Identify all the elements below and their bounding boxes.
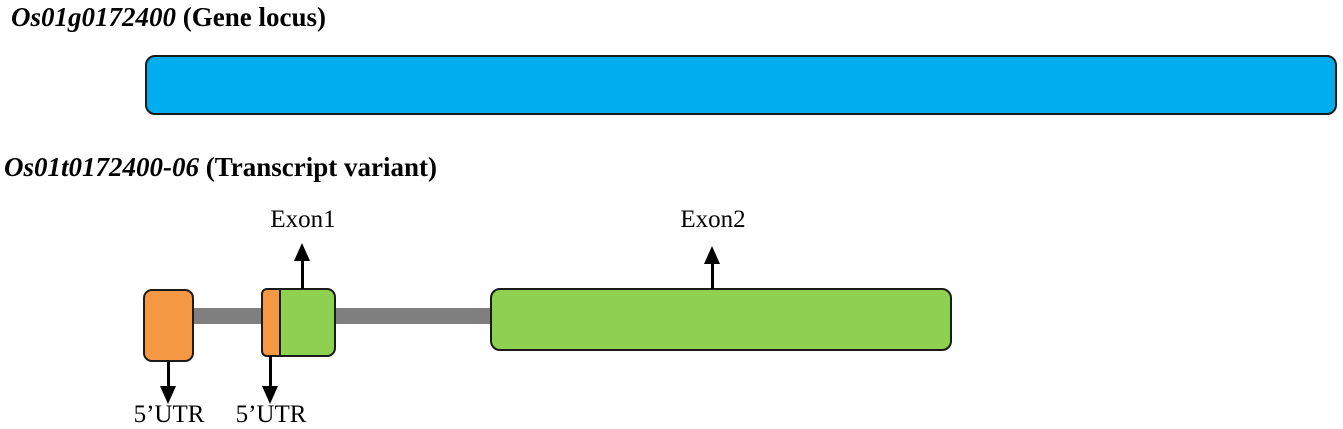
utr-middle-down-arrow-icon [262, 386, 278, 404]
exon1-label: Exon1 [270, 206, 336, 233]
gene-locus-suffix: (Gene locus) [176, 2, 326, 32]
utr-left-down-arrow-line [167, 361, 170, 388]
gene-locus-bar [145, 55, 1337, 115]
exon1-box [279, 288, 336, 357]
gene-locus-title: Os01g0172400 (Gene locus) [11, 2, 326, 32]
exon2-up-arrow-line [711, 263, 714, 289]
intron-line-2 [333, 308, 493, 324]
exon1-up-arrow-line [301, 260, 304, 289]
exon2-box [490, 288, 952, 351]
intron-line-1 [190, 308, 265, 324]
utr-box-middle [261, 288, 281, 357]
exon1-up-arrow-icon [294, 243, 310, 261]
utr-left-down-arrow-icon [160, 386, 176, 404]
exon2-label: Exon2 [680, 206, 746, 233]
utr-box-left [143, 289, 194, 362]
exon2-up-arrow-icon [704, 246, 720, 264]
transcript-variant-id: Os01t0172400-06 [4, 152, 199, 182]
gene-locus-id: Os01g0172400 [11, 2, 177, 32]
utr-middle-label: 5’UTR [235, 401, 307, 428]
transcript-variant-suffix: (Transcript variant) [199, 152, 437, 182]
transcript-variant-title: Os01t0172400-06 (Transcript variant) [4, 152, 437, 182]
utr-left-label: 5’UTR [133, 401, 205, 428]
utr-middle-down-arrow-line [269, 356, 272, 388]
